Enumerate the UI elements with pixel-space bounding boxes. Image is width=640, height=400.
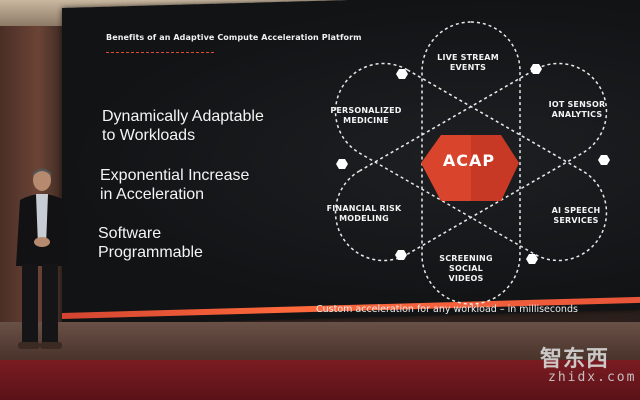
node-ai-speech-line1: AI SPEECH	[551, 206, 601, 215]
node-financial-line2: MODELING	[339, 214, 389, 223]
title-underline	[106, 52, 214, 53]
presenter-right-shoe	[40, 342, 62, 349]
node-iot-sensor-analytics: IOT SENSOR ANALYTICS	[532, 100, 622, 120]
ellipse-diagonal-a	[334, 62, 608, 262]
node-screening-line1: SCREENING	[439, 254, 493, 263]
presenter-hair	[33, 168, 51, 176]
node-live-stream-line1: LIVE STREAM	[437, 53, 499, 62]
node-live-stream-line2: EVENTS	[449, 63, 487, 72]
node-iot-line1: IOT SENSOR	[548, 100, 606, 109]
node-ai-speech-line2: SERVICES	[553, 216, 599, 225]
bullet-acceleration: Exponential Increase in Acceleration	[100, 166, 249, 204]
bullet-programmable: Software Programmable	[98, 224, 203, 262]
presenter-hands	[34, 237, 50, 247]
presenter-head	[33, 169, 51, 191]
presenter	[16, 168, 68, 349]
node-personalized-line2: MEDICINE	[343, 116, 389, 125]
node-personalized-medicine: PERSONALIZED MEDICINE	[318, 106, 414, 126]
red-carpet	[0, 360, 640, 400]
presenter-left-shoe	[18, 342, 40, 349]
node-screening-line3: VIDEOS	[448, 274, 484, 283]
hex-node-1	[396, 69, 408, 79]
acap-hexagon-shade	[471, 135, 519, 201]
bullet-acceleration-line1: Exponential Increase	[100, 167, 250, 184]
presenter-right-leg	[42, 264, 58, 344]
node-iot-line2: ANALYTICS	[551, 110, 603, 119]
node-screening-social-videos: SCREENING SOCIAL VIDEOS	[424, 254, 508, 284]
presenter-shirt	[36, 194, 48, 246]
hex-node-4	[526, 254, 538, 264]
bullet-programmable-line2: Programmable	[98, 244, 203, 261]
node-ai-speech-services: AI SPEECH SERVICES	[534, 206, 618, 226]
watermark-logo-text: 智东西	[540, 347, 610, 372]
workload-diagram	[334, 21, 610, 305]
slide-caption: Custom acceleration for any workload – i…	[316, 304, 578, 315]
node-live-stream-events: LIVE STREAM EVENTS	[422, 53, 514, 73]
ellipse-diagonal-b	[334, 62, 608, 262]
bullet-adaptable-line2: to Workloads	[102, 127, 196, 144]
node-screening-line2: SOCIAL	[449, 264, 483, 273]
hex-node-5	[395, 250, 407, 260]
node-personalized-line1: PERSONALIZED	[330, 106, 402, 115]
presenter-left-leg	[22, 264, 38, 344]
bullet-programmable-line1: Software	[98, 225, 162, 242]
connector-hexagons	[336, 64, 610, 264]
bullet-adaptable-line1: Dynamically Adaptable	[102, 108, 264, 125]
hex-node-2	[530, 64, 542, 74]
hex-node-3	[598, 155, 610, 165]
watermark-url: zhidx.com	[548, 370, 637, 385]
node-financial-risk-modeling: FINANCIAL RISK MODELING	[316, 204, 412, 224]
acap-label: ACAP	[442, 151, 496, 170]
bullet-adaptable: Dynamically Adaptable to Workloads	[102, 107, 264, 145]
slide-title: Benefits of an Adaptive Compute Accelera…	[106, 33, 362, 42]
node-financial-line1: FINANCIAL RISK	[326, 204, 402, 213]
bullet-acceleration-line2: in Acceleration	[100, 186, 205, 203]
hex-node-6	[336, 159, 348, 169]
